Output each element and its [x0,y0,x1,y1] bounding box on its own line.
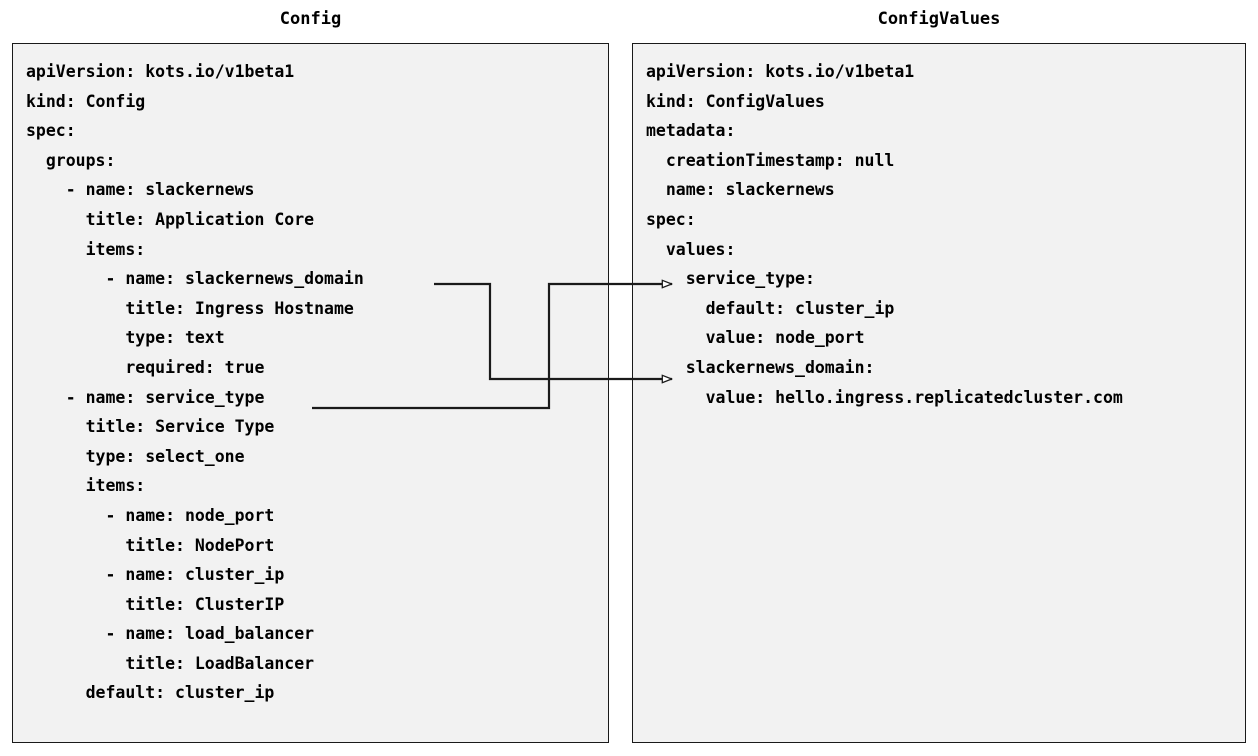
config-yaml-line: - name: slackernews_domain [26,269,364,289]
config-yaml-line: title: Ingress Hostname [26,298,354,318]
config-yaml-line: - name: node_port [26,505,275,525]
config-values-yaml-line: spec: [646,209,696,229]
config-values-yaml-line: apiVersion: kots.io/v1beta1 [646,62,915,81]
config-yaml-line: - name: slackernews [26,180,255,200]
config-yaml-line: groups: [26,150,116,170]
config-values-yaml-line: kind: ConfigValues [646,91,825,111]
config-yaml-line: type: text [26,328,225,348]
config-yaml-line: items: [26,476,146,496]
config-values-yaml-line: name: slackernews [646,180,835,200]
config-yaml-line: default: cluster_ip [26,683,275,703]
config-yaml-line: title: Application Core [26,209,315,229]
config-values-yaml-line: value: node_port [646,328,865,348]
config-yaml-line: title: Service Type [26,417,275,437]
config-panel: apiVersion: kots.io/v1beta1 kind: Config s… [12,43,609,743]
config-yaml-line: kind: Config [26,91,146,111]
config-yaml-line: title: LoadBalancer [26,653,315,673]
config-values-yaml-line: slackernews_domain: [646,357,875,377]
config-yaml-block: apiVersion: kots.io/v1beta1 kind: Config s… [13,44,608,708]
config-yaml-line: - name: load_balancer [26,624,315,644]
config-values-yaml-line: values: [646,239,736,259]
config-values-panel-title: ConfigValues [877,9,1001,29]
config-values-panel: apiVersion: kots.io/v1beta1 kind: ConfigV… [632,43,1246,743]
config-panel-title: Config [279,9,342,29]
config-values-yaml-line: default: cluster_ip [646,298,895,318]
config-yaml-line: title: ClusterIP [26,594,285,614]
config-yaml-line: spec: [26,121,76,141]
config-yaml-line: - name: service_type [26,387,265,407]
config-values-yaml-line: metadata: [646,121,736,141]
config-yaml-line: type: select_one [26,446,245,466]
config-values-yaml-block: apiVersion: kots.io/v1beta1 kind: ConfigV… [633,44,1245,412]
config-values-yaml-line: service_type: [646,269,815,289]
config-yaml-line: - name: cluster_ip [26,565,285,585]
config-yaml-line: items: [26,239,146,259]
config-yaml-line: apiVersion: kots.io/v1beta1 [26,62,295,81]
config-yaml-line: title: NodePort [26,535,275,555]
config-values-yaml-line: creationTimestamp: null [646,150,895,170]
config-yaml-line: required: true [26,357,265,377]
config-values-yaml-line: value: hello.ingress.replicatedcluster.c… [646,387,1123,407]
